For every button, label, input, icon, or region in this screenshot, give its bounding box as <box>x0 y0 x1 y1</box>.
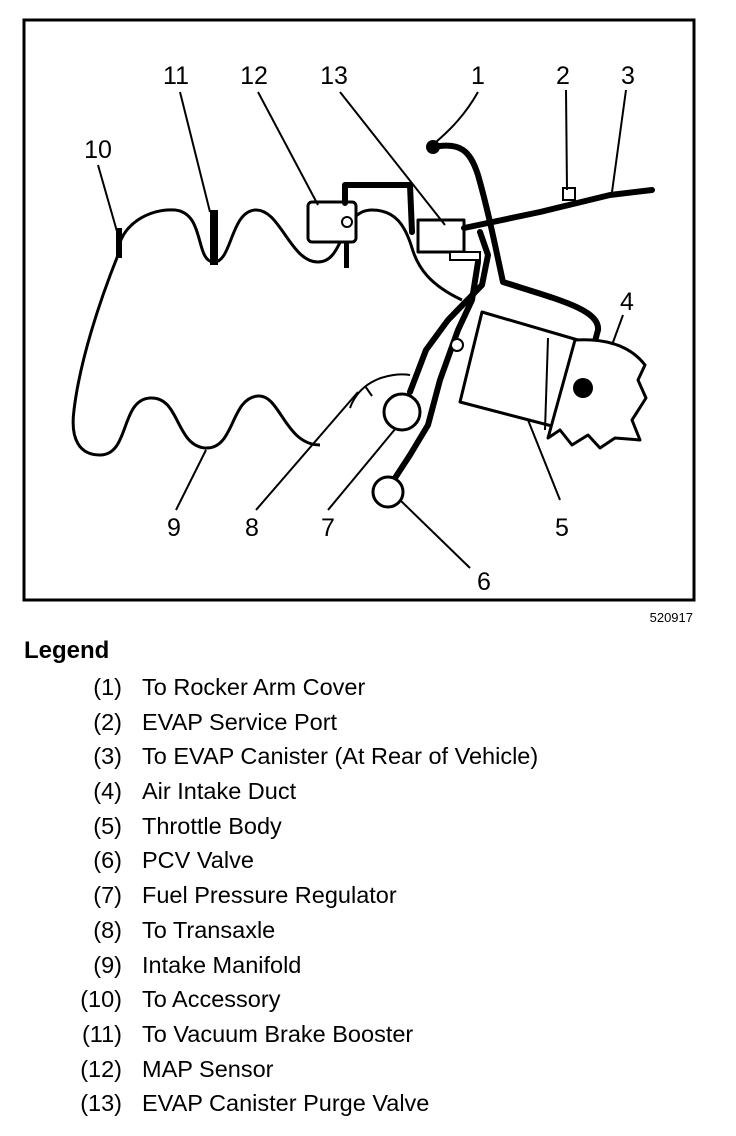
legend-item-index: (7) <box>93 882 122 909</box>
intake-manifold <box>71 208 463 457</box>
inline-fitting <box>450 338 464 352</box>
rocker-cover-hose-end <box>426 140 440 154</box>
map-port <box>344 236 349 268</box>
evap-service-port <box>562 187 576 201</box>
transaxle-hook <box>364 385 373 397</box>
fuel-pressure-regulator <box>382 392 422 432</box>
brake-booster-port <box>210 210 218 265</box>
legend-item-index: (8) <box>93 916 122 943</box>
callout-7: 7 <box>321 514 335 542</box>
legend-item-text: To EVAP Canister (At Rear of Vehicle) <box>142 743 539 770</box>
legend-item-index: (5) <box>93 812 122 839</box>
callout-6: 6 <box>477 568 491 596</box>
callout-13: 13 <box>320 62 348 90</box>
rocker-cover-hose <box>430 142 601 363</box>
callout-5: 5 <box>555 514 569 542</box>
map-sensor <box>306 200 358 244</box>
callout-2: 2 <box>556 62 570 90</box>
legend-item-text: To Rocker Arm Cover <box>142 674 366 700</box>
purge-valve-bracket <box>449 251 481 261</box>
legend-item-index: (13) <box>80 1090 122 1117</box>
legend-item-index: (12) <box>80 1055 122 1082</box>
map-sensor-hose <box>342 182 415 235</box>
callout-1: 1 <box>471 62 485 90</box>
transaxle-line <box>349 373 411 409</box>
accessory-port <box>116 228 122 258</box>
leader-lines <box>97 89 627 569</box>
callout-12: 12 <box>240 62 268 90</box>
legend-item-text: Air Intake Duct <box>142 778 297 805</box>
air-intake-duct <box>546 338 648 450</box>
legend-item-index: (10) <box>80 986 122 1013</box>
evap-canister-line <box>461 187 655 231</box>
legend-item-index: (3) <box>93 743 122 770</box>
pcv-line <box>392 259 481 481</box>
legend-item-text: Fuel Pressure Regulator <box>142 882 397 909</box>
throttle-body-side <box>544 337 549 431</box>
callout-4: 4 <box>620 288 634 316</box>
diagram-frame <box>22 18 696 602</box>
vacuum-hose-routing-diagram: 1 2 3 4 5 6 7 8 9 10 11 12 13 520917 <box>22 18 696 625</box>
figure-number: 520917 <box>650 610 693 625</box>
legend-item-text: EVAP Canister Purge Valve <box>142 1090 430 1117</box>
pcv-valve <box>371 475 405 509</box>
legend-item-text: MAP Sensor <box>142 1055 274 1082</box>
map-sensor-nipple <box>341 216 353 228</box>
legend-title: Legend <box>24 637 110 664</box>
legend-item-text: Throttle Body <box>142 812 282 839</box>
duct-hose-fitting <box>573 378 593 398</box>
legend-item-index: (1) <box>93 674 122 700</box>
legend-item-text: PCV Valve <box>142 847 254 874</box>
legend-item-index: (9) <box>93 951 122 978</box>
callout-10: 10 <box>84 136 112 164</box>
legend-item-index: (4) <box>93 778 122 805</box>
legend-item-text: EVAP Service Port <box>142 708 338 735</box>
evap-purge-valve <box>416 218 466 254</box>
legend-item-index: (2) <box>93 708 122 735</box>
callout-3: 3 <box>621 62 635 90</box>
legend-item-index: (11) <box>81 1020 122 1047</box>
callout-11: 11 <box>163 62 189 90</box>
callout-8: 8 <box>245 514 259 542</box>
legend-item-text: To Accessory <box>142 986 281 1013</box>
callout-9: 9 <box>167 514 181 542</box>
legend-item-text: To Transaxle <box>142 916 276 943</box>
purge-vacuum-line <box>407 229 491 395</box>
legend-item-index: (6) <box>93 847 122 874</box>
legend-item-text: Intake Manifold <box>142 951 302 978</box>
legend-item-text: To Vacuum Brake Booster <box>142 1020 414 1047</box>
